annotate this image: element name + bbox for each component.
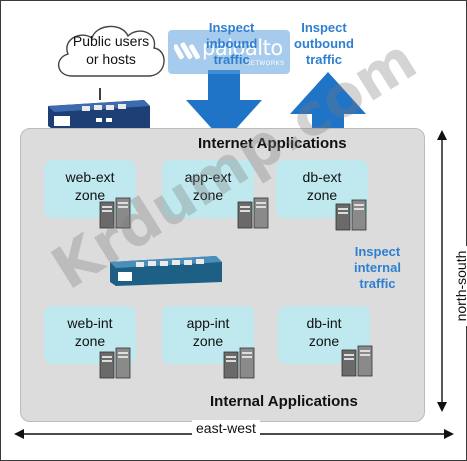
internal-line3: traffic [359,276,396,291]
paloalto-logo: paloalto NETWORKS [168,30,290,74]
zone-db-ext-line1: db-ext [302,169,342,185]
inbound-line2: inbound [206,36,258,51]
public-users-cloud: Public users or hosts [52,18,170,88]
zone-app-ext-line1: app-ext [184,169,232,185]
server-icon [99,347,131,379]
server-icon [341,345,373,377]
internal-firewall-icon [110,256,222,286]
zone-db-ext: db-ext zone [276,160,368,218]
server-icon [335,199,367,231]
inbound-line1: Inspect [208,20,255,35]
zone-web-ext-line1: web-ext [65,169,115,185]
perimeter-firewall-icon [48,100,150,130]
server-icon [223,347,255,379]
zone-app-int-line1: app-int [186,315,230,331]
inbound-line3: traffic [213,52,250,67]
zone-app-ext-line2: zone [192,187,224,203]
internal-line2: internal [354,260,401,275]
inspect-internal-label: Inspect internal traffic [354,244,401,292]
outbound-line3: traffic [305,52,343,67]
internet-applications-title: Internet Applications [198,135,347,152]
zone-web-int-line1: web-int [67,315,113,331]
cloud-line1: Public users [72,33,150,49]
cloud-icon [58,25,165,77]
cloud-line2: or hosts [86,51,136,67]
zone-db-ext-line2: zone [306,187,338,203]
server-icon [99,197,131,229]
server-icon [237,197,269,229]
east-west-label: east-west [192,420,260,436]
internal-line1: Inspect [354,244,401,259]
logo-brand: paloalto [202,36,283,60]
outbound-line2: outbound [294,36,354,51]
paloalto-logo-icon [174,42,200,60]
logo-sub: NETWORKS [246,61,285,67]
zone-web-int: web-int zone [44,306,136,364]
outbound-arrow [290,72,366,142]
zone-app-int-line2: zone [192,333,224,349]
north-south-label: north-south [453,246,467,326]
zone-web-int-line2: zone [74,333,106,349]
outbound-line1: Inspect [301,20,347,35]
inspect-outbound-label: Inspect outbound traffic [294,20,354,68]
inbound-arrow [186,70,262,142]
zone-web-ext-line2: zone [74,187,106,203]
zone-db-int-line1: db-int [306,315,342,331]
zone-app-int: app-int zone [162,306,254,364]
inspect-inbound-label: Inspect inbound traffic [206,20,257,68]
internal-applications-title: Internal Applications [210,393,358,410]
zone-db-int-line2: zone [308,333,340,349]
